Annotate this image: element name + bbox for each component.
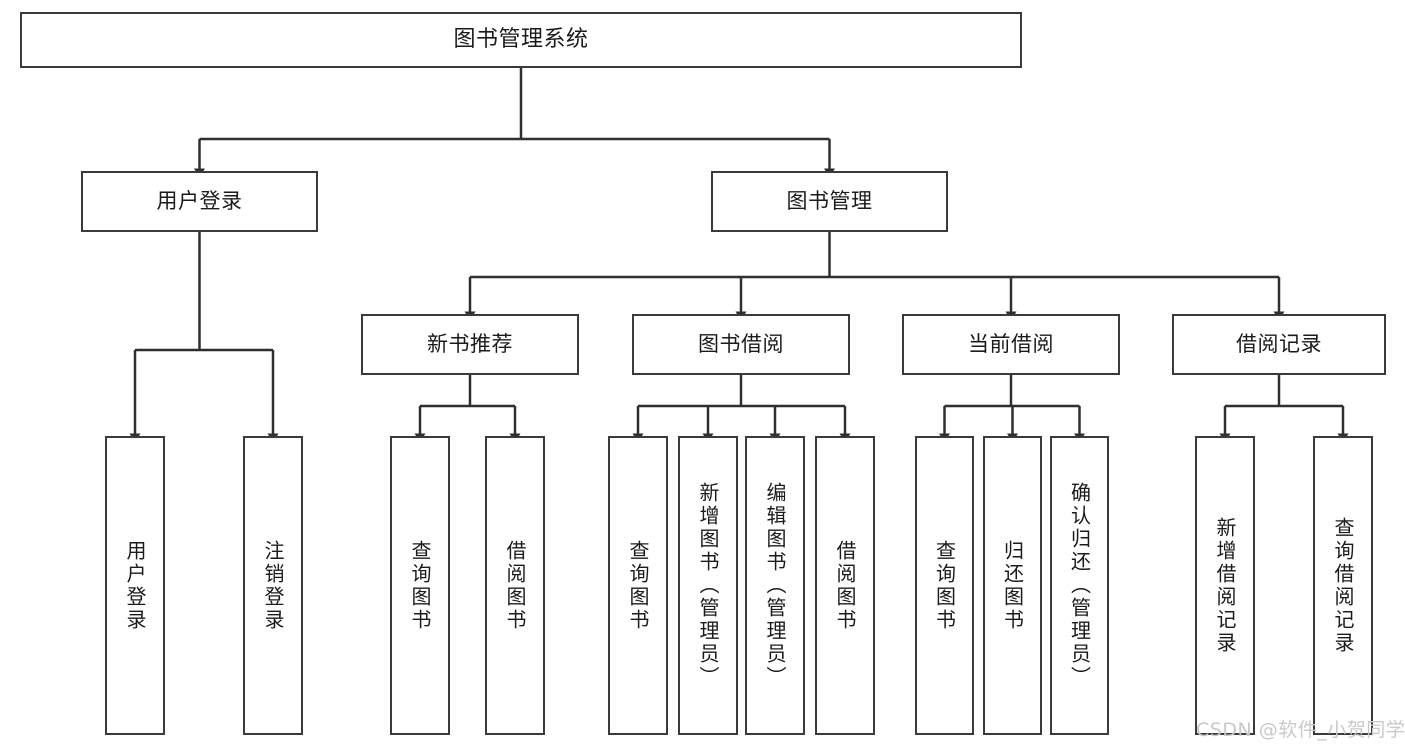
node-label: 图书借阅 [698,332,784,357]
node-label: 用户登录 [156,189,243,214]
node-label: 确认归还（管理员） [1067,482,1092,689]
node-label: 新增借阅记录 [1213,516,1237,655]
node-label: 用户登录 [123,539,147,632]
node-label: 查询借阅记录 [1331,516,1355,655]
node-l-queryrec[interactable]: 查询借阅记录 [1313,436,1373,735]
node-l-query1[interactable]: 查询图书 [390,436,450,735]
node-l-borrow2[interactable]: 借阅图书 [815,436,875,735]
node-l-add[interactable]: 新增图书（管理员） [678,436,738,735]
node-l-userlogin[interactable]: 用户登录 [105,436,165,735]
node-label: 查询图书 [932,539,957,632]
node-label: 编辑图书（管理员） [763,482,787,689]
node-records[interactable]: 借阅记录 [1172,314,1386,375]
node-borrow[interactable]: 图书借阅 [632,314,850,375]
node-label: 图书管理系统 [453,27,589,53]
node-label: 借阅图书 [503,539,527,632]
node-l-addrec[interactable]: 新增借阅记录 [1195,436,1255,735]
node-label: 新书推荐 [427,332,513,357]
node-label: 新增图书（管理员） [696,482,720,689]
node-l-return[interactable]: 归还图书 [983,436,1042,735]
node-current[interactable]: 当前借阅 [902,314,1120,375]
node-label: 注销登录 [261,539,285,632]
node-label: 借阅图书 [833,539,857,632]
node-newbook[interactable]: 新书推荐 [361,314,579,375]
node-label: 当前借阅 [968,332,1054,357]
node-label: 查询图书 [626,539,650,632]
node-label: 图书管理 [786,189,873,214]
node-l-logout[interactable]: 注销登录 [243,436,303,735]
node-label: 归还图书 [1000,539,1025,632]
node-label: 查询图书 [408,539,432,632]
node-root[interactable]: 图书管理系统 [20,12,1022,68]
node-l-borrow1[interactable]: 借阅图书 [485,436,545,735]
node-l-edit[interactable]: 编辑图书（管理员） [745,436,805,735]
node-label: 借阅记录 [1236,332,1322,357]
node-login[interactable]: 用户登录 [81,171,318,232]
node-l-query3[interactable]: 查询图书 [915,436,974,735]
node-bookmgmt[interactable]: 图书管理 [711,171,948,232]
node-l-query2[interactable]: 查询图书 [608,436,668,735]
node-l-confirm[interactable]: 确认归还（管理员） [1050,436,1109,735]
